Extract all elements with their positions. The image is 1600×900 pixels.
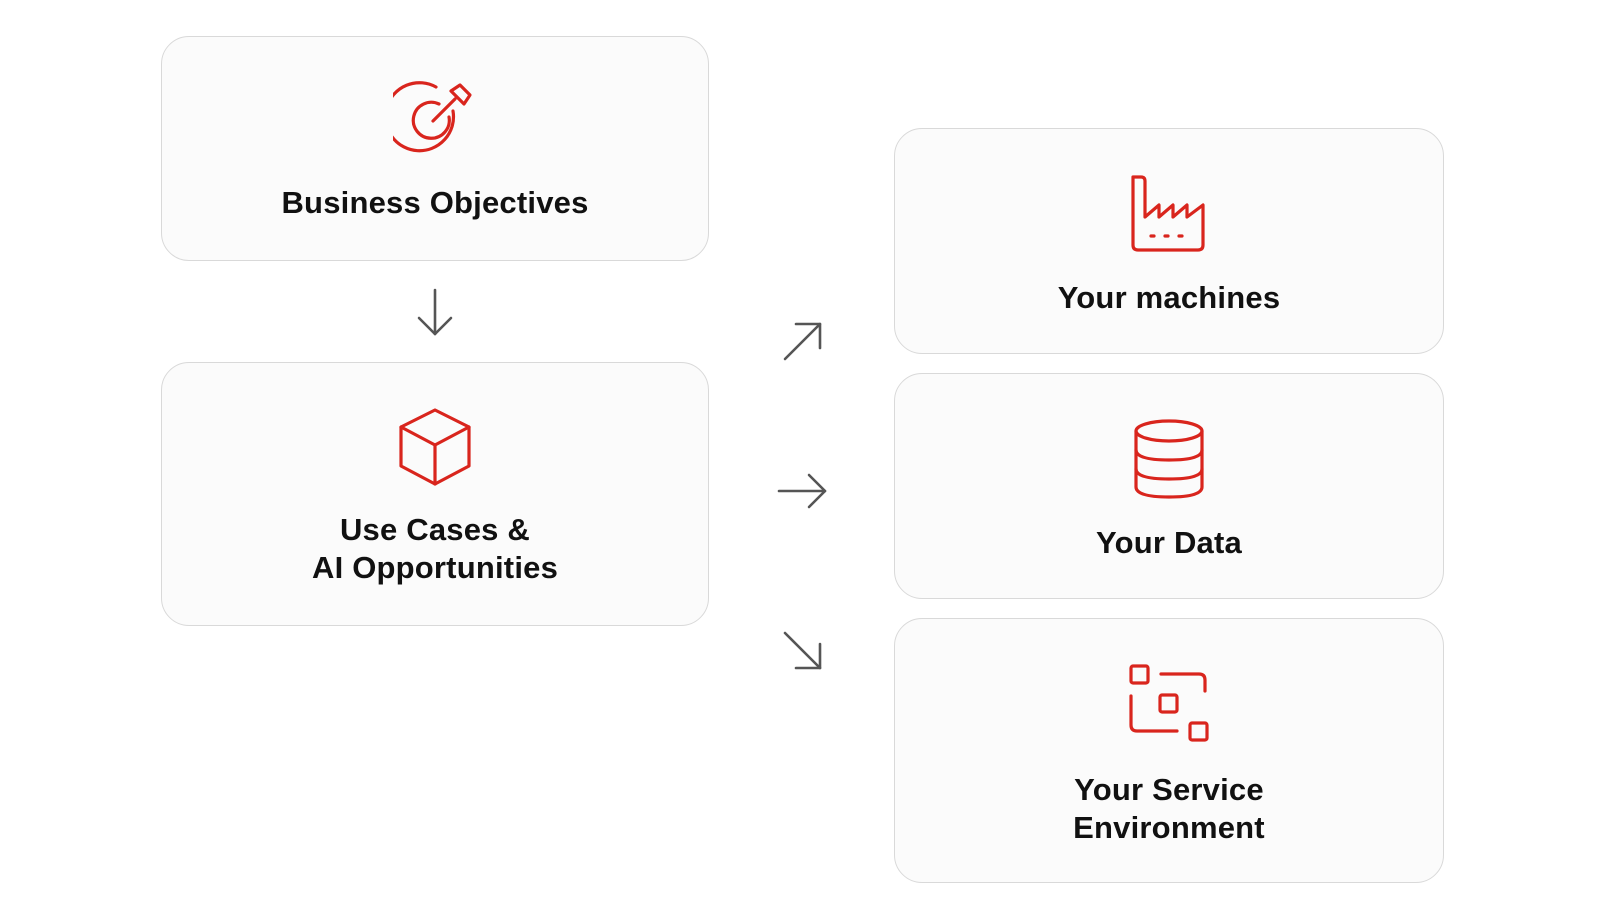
business-objectives-label: Business Objectives [281, 185, 589, 220]
arrow-down-right-icon [783, 631, 822, 670]
business-objectives-card: Business Objectives [161, 36, 709, 261]
service-environment-label: Your Service Environment [895, 771, 1443, 847]
database-icon [1134, 419, 1204, 499]
use-cases-label-line2: AI Opportunities [311, 550, 559, 585]
service-environment-label-line2: Environment [1073, 810, 1265, 845]
use-cases-card: Use Cases & AI Opportunities [161, 362, 709, 626]
machines-label: Your machines [1057, 280, 1281, 315]
cube-icon [399, 408, 471, 486]
service-environment-label-line1: Your Service [1074, 772, 1264, 807]
target-arrow-icon [393, 81, 472, 153]
data-card: Your Data [894, 373, 1444, 599]
service-environment-card: Your Service Environment [894, 618, 1444, 883]
arrow-up-right-icon [783, 322, 822, 361]
use-cases-label: Use Cases & AI Opportunities [162, 511, 708, 587]
factory-icon [1131, 175, 1205, 252]
data-label: Your Data [1096, 525, 1242, 560]
arrow-down-icon [417, 288, 453, 336]
use-cases-label-line1: Use Cases & [339, 512, 531, 547]
network-nodes-icon [1129, 664, 1209, 742]
arrow-right-icon [777, 473, 827, 509]
machines-card: Your machines [894, 128, 1444, 354]
